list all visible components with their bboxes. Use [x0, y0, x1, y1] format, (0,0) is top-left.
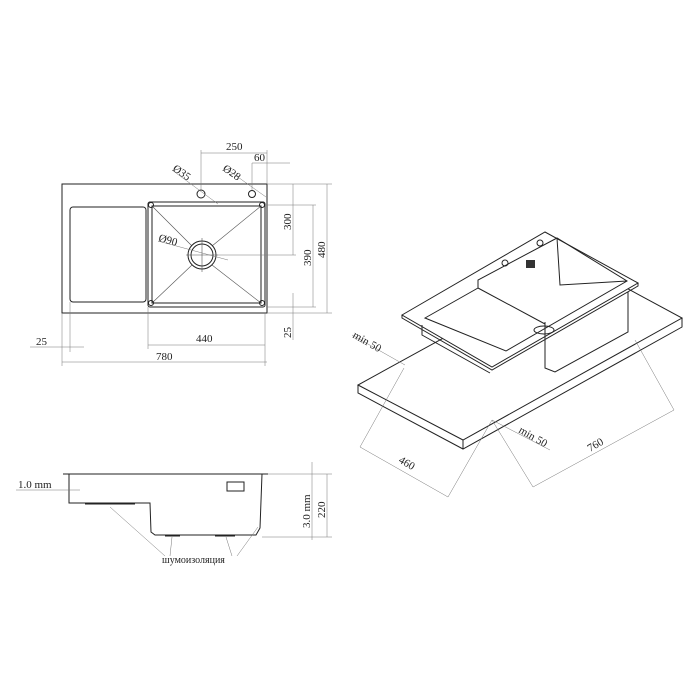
dim-25-left: 25: [36, 336, 48, 348]
dim-thickness-top: 1.0 mm: [18, 479, 52, 491]
side-view: 1.0 mm 3.0 mm 220 шумоизоляция: [16, 462, 332, 566]
tap-hole-28: [248, 190, 256, 198]
dim-390: 390: [302, 249, 314, 266]
dim-thickness-wall: 3.0 mm: [301, 494, 313, 528]
dim-25-right: 25: [282, 327, 294, 339]
dim-300: 300: [282, 213, 294, 230]
overflow-icon: [226, 481, 245, 492]
dim-440: 440: [196, 333, 213, 345]
dim-hole-28: Ø28: [220, 163, 243, 184]
dim-min-50-left: min 50: [351, 329, 384, 355]
dim-drain-90: Ø90: [157, 232, 179, 249]
drainboard: [69, 206, 147, 303]
dim-460: 460: [397, 454, 418, 473]
top-view: 250 60 Ø35 Ø28 Ø90 300 390 480 25 440 78…: [30, 141, 332, 366]
insulation-label: шумоизоляция: [162, 555, 225, 566]
dim-min-50-front: min 50: [517, 424, 550, 450]
dim-250: 250: [226, 141, 243, 153]
dim-760: 760: [586, 436, 607, 455]
dim-depth-220: 220: [316, 501, 328, 518]
dim-60: 60: [254, 152, 266, 164]
dim-480: 480: [316, 241, 328, 258]
dim-780: 780: [156, 351, 173, 363]
sink-outline: [61, 183, 268, 314]
bowl-outer: [147, 201, 266, 308]
dim-hole-35: Ø35: [170, 163, 193, 184]
bowl-inner: [151, 205, 262, 304]
iso-view: min 50 min 50 460 760: [351, 231, 684, 498]
